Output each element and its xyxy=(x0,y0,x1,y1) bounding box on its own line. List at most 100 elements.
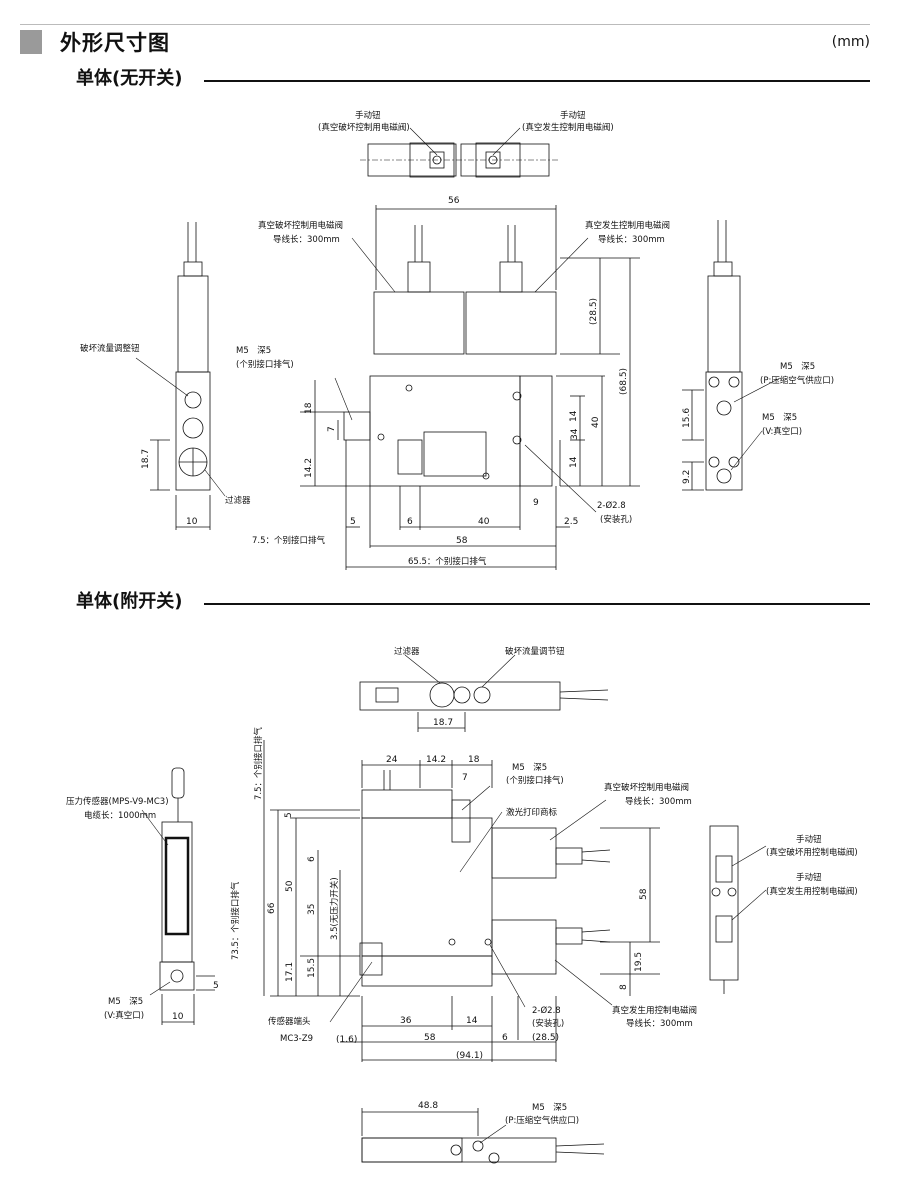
s2-dim-17-1: 17.1 xyxy=(285,962,295,982)
s1-dim-2-5: 2.5 xyxy=(564,517,578,527)
s1-m5-v: M5 深5 xyxy=(762,413,797,423)
s2-dim-24: 24 xyxy=(386,755,398,765)
s2-right-side-view xyxy=(709,825,767,994)
s1-dim-68-5: (68.5) xyxy=(619,368,629,395)
s1-manual-btn-2-sub: (真空发生控制用电磁阀) xyxy=(522,122,614,133)
s1-dim-18-7: 18.7 xyxy=(141,449,151,469)
s2-mount-hole: 2-Ø2.8 xyxy=(532,1005,561,1016)
s1-dim-18: 18 xyxy=(304,402,314,414)
s2-dim-28-5: (28.5) xyxy=(532,1033,559,1043)
s2-break-valve: 真空破坏控制用电磁阀 xyxy=(604,782,689,793)
s1-m5-p-sub: (P:压缩空气供应口) xyxy=(760,375,834,386)
s1-filter-label: 过滤器 xyxy=(225,495,251,506)
s2-manual-btn-1: 手动钮 xyxy=(796,834,822,845)
s1-dim-9-2: 9.2 xyxy=(682,470,692,484)
s1-mount-hole-sub: (安装孔) xyxy=(600,514,632,525)
s2-pressure-sensor: 压力传感器(MPS-V9-MC3) xyxy=(66,796,169,807)
s1-dim-34: 34 xyxy=(570,428,580,440)
s2-laser-logo: 激光打印商标 xyxy=(506,807,558,818)
s2-exhaust-73-5: 73.5：个别接口排气 xyxy=(230,881,241,960)
s2-dim-66: 66 xyxy=(267,902,277,914)
s2-dim-14: 14 xyxy=(466,1016,478,1026)
s1-break-valve-label: 真空破坏控制用电磁阀 xyxy=(258,220,343,231)
s1-dim-5: 5 xyxy=(350,517,356,527)
s1-dim-9: 9 xyxy=(533,498,539,508)
s1-dim-14-b: 14 xyxy=(569,456,579,468)
s2-dim-36: 36 xyxy=(400,1016,412,1026)
s2-top-view xyxy=(359,654,609,732)
s2-dim-8: 8 xyxy=(619,984,629,990)
s1-exhaust-7-5: 7.5：个别接口排气 xyxy=(252,535,326,546)
s2-dim-5-a: 5 xyxy=(284,812,294,818)
header-rule xyxy=(20,24,870,25)
s1-dim-40-v: 40 xyxy=(591,416,601,428)
s1-dim-14-2: 14.2 xyxy=(304,458,314,478)
s2-gen-valve: 真空发生用控制电磁阀 xyxy=(612,1005,697,1016)
s2-dim-10: 10 xyxy=(172,1012,184,1022)
s2-m5-p: M5 深5 xyxy=(532,1103,567,1113)
s1-manual-btn-2-label: 手动钮 xyxy=(560,110,586,121)
s2-dim-50: 50 xyxy=(285,880,295,892)
s2-dim-6: 6 xyxy=(307,856,317,862)
s1-m5-p: M5 深5 xyxy=(780,362,815,372)
section-title-with-switch: 单体(附开关) xyxy=(76,591,183,612)
section-rule-2 xyxy=(204,603,870,605)
s1-dim-40-h: 40 xyxy=(478,517,490,527)
s2-filter-label: 过滤器 xyxy=(394,646,420,657)
unit-label: (mm) xyxy=(831,34,870,50)
s1-gen-valve-wire: 导线长：300mm xyxy=(598,234,665,245)
s2-dim-18: 18 xyxy=(468,755,480,765)
s2-dim-58-h: 58 xyxy=(424,1033,436,1043)
s1-m5-v-sub: (V:真空口) xyxy=(762,426,802,437)
s2-left-side-view xyxy=(141,767,215,1025)
s2-dim-94-1: (94.1) xyxy=(456,1051,483,1061)
s1-dim-14-a: 14 xyxy=(569,410,579,422)
section-title-no-switch: 单体(无开关) xyxy=(76,68,183,89)
header-marker xyxy=(20,30,42,54)
s1-exhaust-65-5: 65.5：个别接口排气 xyxy=(408,556,487,567)
s1-front-view xyxy=(300,205,640,570)
s2-m5-v-sub: (V:真空口) xyxy=(104,1010,144,1021)
s2-dim-7: 7 xyxy=(462,773,468,783)
s2-dim-48-8: 48.8 xyxy=(418,1101,438,1111)
s1-break-valve-wire: 导线长：300mm xyxy=(273,234,340,245)
s2-dim-19-5: 19.5 xyxy=(634,952,644,972)
s2-sensor-conn-model: MC3-Z9 xyxy=(280,1034,313,1044)
s2-bottom-view xyxy=(361,1108,605,1164)
s1-dim-15-6: 15.6 xyxy=(682,408,692,428)
section-rule-1 xyxy=(204,80,870,82)
s1-dim-7: 7 xyxy=(327,426,337,432)
s1-flow-knob-label: 破坏流量调整钮 xyxy=(80,343,140,354)
s1-dim-28-5: (28.5) xyxy=(589,298,599,325)
s2-front-view xyxy=(263,740,660,1062)
s2-dim-6-b: 6 xyxy=(502,1033,508,1043)
s2-exhaust-7-5: 7.5：个别接口排气 xyxy=(253,726,264,800)
s1-dim-10: 10 xyxy=(186,517,198,527)
s2-m5-exhaust: M5 深5 xyxy=(512,763,547,773)
s2-dim-5-b: 5 xyxy=(213,981,219,991)
s1-m5-exhaust-sub: (个别接口排气) xyxy=(236,359,294,370)
s1-dim-58: 58 xyxy=(456,536,468,546)
s2-dim-58-v: 58 xyxy=(639,888,649,900)
s2-mount-hole-sub: (安装孔) xyxy=(532,1018,564,1029)
s2-no-switch: 3.5(无压力开关) xyxy=(329,877,340,940)
s2-dim-15-5: 15.5 xyxy=(307,958,317,978)
s2-manual-btn-2: 手动钮 xyxy=(796,872,822,883)
s2-cable-length: 电缆长：1000mm xyxy=(84,810,156,821)
s2-sensor-conn: 传感器端头 xyxy=(268,1016,311,1027)
s1-right-side-view xyxy=(682,220,781,491)
s2-dim-14-2: 14.2 xyxy=(426,755,446,765)
s1-manual-btn-1-label: 手动钮 xyxy=(355,110,381,121)
s1-dim-6: 6 xyxy=(407,517,413,527)
s1-top-view xyxy=(360,127,560,178)
s1-manual-btn-1-sub: (真空破坏控制用电磁阀) xyxy=(318,122,410,133)
s2-break-valve-wire: 导线长：300mm xyxy=(625,796,692,807)
s1-dim-56: 56 xyxy=(448,196,460,206)
s1-left-side-view xyxy=(135,222,226,530)
s2-dim-35: 35 xyxy=(307,904,317,915)
s2-m5-p-sub: (P:压缩空气供应口) xyxy=(505,1115,579,1126)
s2-m5-exhaust-sub: (个别接口排气) xyxy=(506,775,564,786)
s1-mount-hole: 2-Ø2.8 xyxy=(597,500,626,511)
s2-manual-btn-1-sub: (真空破坏用控制电磁阀) xyxy=(766,847,858,858)
